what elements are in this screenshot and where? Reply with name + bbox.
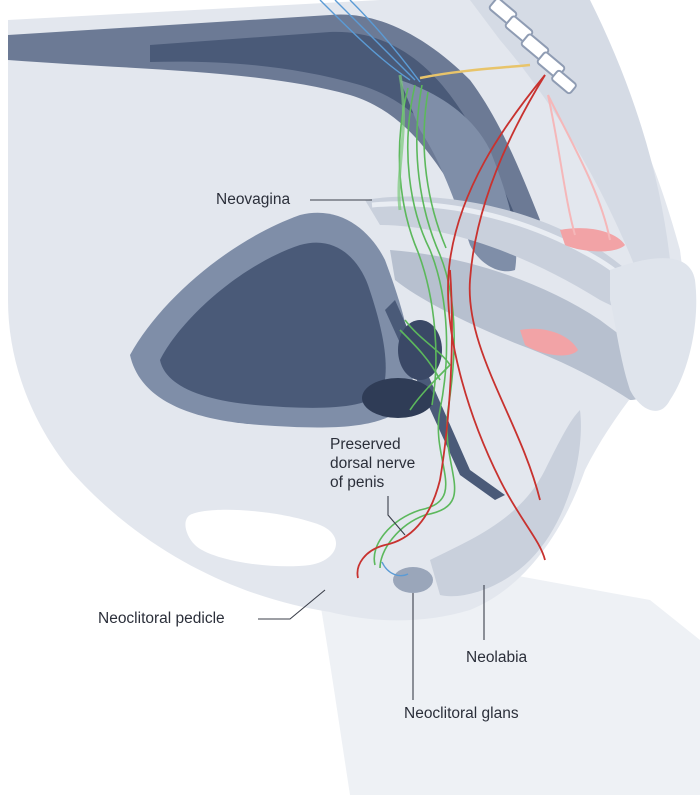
neoclitoral-glans-shape	[393, 567, 433, 593]
pubic-bone-inner	[160, 242, 386, 408]
dorsal-nerve-label: Preserved dorsal nerve of penis	[330, 435, 415, 492]
external-flap	[610, 258, 697, 411]
neolabia-label: Neolabia	[466, 649, 528, 666]
nerve-green-upper	[397, 74, 406, 211]
pink-muscle-outline	[547, 94, 611, 241]
neovagina-label: Neovagina	[216, 191, 291, 208]
neoclitoral-pedicle-leader	[258, 589, 326, 620]
light-blue-strand	[381, 561, 409, 577]
vertebrae	[488, 0, 577, 95]
blue-nerve	[319, 0, 421, 83]
dorsal-nerve-label-line3: of penis	[330, 474, 385, 491]
sacrum-region	[470, 0, 670, 280]
dorsal-nerve-label-line2: dorsal nerve	[330, 455, 416, 472]
yellow-nerve	[419, 63, 531, 80]
neolabia-fold	[430, 410, 581, 597]
obturator-foramen	[185, 509, 337, 567]
dorsal-nerve-leader	[387, 496, 406, 536]
perineal-channel	[390, 250, 660, 400]
pink-muscle-lower	[520, 328, 578, 356]
neoclitoral-pedicle-label: Neoclitoral pedicle	[98, 610, 225, 627]
arteries	[356, 74, 546, 579]
neoclitoral-glans-label: Neoclitoral glans	[404, 705, 519, 722]
dorsal-nerve-label-line1: Preserved	[330, 436, 401, 453]
neovagina-canal	[365, 196, 660, 315]
bulbar-tissue	[362, 378, 434, 418]
